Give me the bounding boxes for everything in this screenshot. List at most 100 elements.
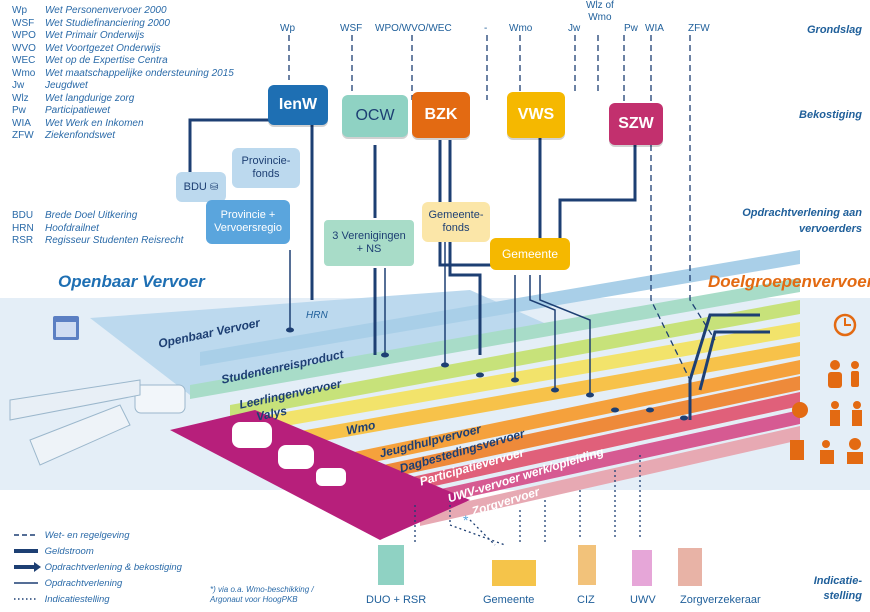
- bottom-gemeente: Gemeente: [483, 594, 535, 606]
- fund-verenigingen: 3 Verenigingen + NS: [322, 218, 416, 268]
- legend-label: Opdrachtverlening: [42, 578, 123, 589]
- abbreviation-key: WIA: [12, 117, 31, 129]
- abbreviation-value: Wet Voortgezet Onderwijs: [45, 42, 161, 54]
- ministry-ienw: IenW: [268, 85, 328, 125]
- abbreviation-value: Regisseur Studenten Reisrecht: [45, 235, 184, 246]
- abbreviation-key: BDU: [12, 210, 34, 221]
- band-9: [420, 426, 800, 526]
- fund-bdu-label: BDU: [183, 180, 207, 193]
- legend-item: Indicatiestelling: [12, 594, 110, 605]
- opdracht-lines: [289, 240, 591, 395]
- band-4: [250, 342, 800, 454]
- band-1: [190, 278, 800, 399]
- clock-icon: [833, 313, 857, 337]
- abbreviation-value: Wet Werk en Inkomen: [45, 117, 144, 129]
- bus-icon: [134, 384, 186, 414]
- abbreviation-row: ZFW Ziekenfondswet: [12, 130, 234, 143]
- band-3: [240, 322, 800, 434]
- asterisk-marker: *: [463, 512, 469, 528]
- footnote: *) via o.a. Wmo-beschikking / Argonaut v…: [210, 585, 314, 604]
- law-jw: Jw: [568, 23, 581, 34]
- law-wia: WIA: [645, 23, 664, 34]
- coin-stack-icon: ⛁: [209, 181, 219, 193]
- abbreviation-row: BDU Brede Doel Uitkering: [12, 210, 183, 223]
- abbreviation-value: Wet langdurige zorg: [45, 92, 135, 104]
- train-icon: [9, 379, 141, 466]
- fund-bdu: BDU ⛁: [176, 172, 226, 202]
- abbreviation-value: Ziekenfondswet: [45, 130, 116, 141]
- header-indicatiestelling: Indicatie- stelling: [813, 575, 862, 602]
- header-grondslag: Grondslag: [806, 24, 862, 36]
- bottom-ciz: CIZ: [577, 594, 595, 606]
- band-5: [330, 360, 800, 471]
- abbreviation-key: Wmo: [12, 67, 36, 79]
- header-bekostiging: Bekostiging: [799, 109, 862, 121]
- abbreviation-value: Wet Studiefinanciering 2000: [45, 17, 170, 29]
- abbreviation-key: WVO: [12, 42, 36, 54]
- legend-item: Wet- en regelgeving: [12, 530, 130, 541]
- ministry-bzk: BZK: [412, 92, 470, 138]
- abbreviation-key: ZFW: [12, 130, 34, 141]
- legend-label: Wet- en regelgeving: [42, 530, 130, 541]
- law-dash: -: [484, 23, 488, 34]
- fund-gemeente: Gemeente: [490, 238, 570, 270]
- title-doelgroepenvervoer: Doelgroepenvervoer: [708, 272, 870, 291]
- abbreviation-value: Brede Doel Uitkering: [45, 210, 138, 221]
- law-lines: [288, 35, 716, 420]
- people-icons: [790, 360, 863, 464]
- indicatie-lines: [414, 455, 641, 546]
- law-pw: Pw: [624, 23, 638, 34]
- ministry-vws: VWS: [507, 92, 565, 138]
- legend-swatch: [14, 598, 38, 601]
- abbreviation-value: Wet Personenvervoer 2000: [45, 5, 167, 16]
- abbreviation-key: Wlz: [12, 92, 29, 104]
- legend-label: Geldstroom: [42, 546, 94, 557]
- abbreviation-row: WVO Wet Voortgezet Onderwijs: [12, 43, 234, 56]
- legend-swatch: [14, 562, 41, 573]
- ministry-ocw: OCW: [342, 95, 408, 137]
- legend-swatch: [14, 534, 38, 537]
- bottom-uwv: UWV: [630, 594, 656, 606]
- legend-label: Indicatiestelling: [42, 594, 110, 605]
- abbreviation-value: Jeugdwet: [45, 80, 88, 91]
- abbreviation-key: Pw: [12, 105, 26, 116]
- building-icons: [378, 545, 702, 586]
- abbreviation-row: Wlz Wet langdurige zorg: [12, 93, 234, 106]
- abbreviation-value: Hoofdrailnet: [45, 222, 99, 234]
- abbreviation-key: WSF: [12, 17, 35, 29]
- label-hrn: HRN: [306, 310, 328, 321]
- calendar-icon: [53, 316, 79, 340]
- legend-swatch: [14, 582, 38, 585]
- abbreviation-key: RSR: [12, 235, 34, 246]
- law-zfw: ZFW: [688, 23, 710, 34]
- abbreviation-row: WIA Wet Werk en Inkomen: [12, 118, 234, 131]
- abbreviation-value: Wet maatschappelijke ondersteuning 2015: [45, 67, 234, 79]
- legend-item: Opdrachtverlening: [12, 578, 122, 589]
- law-wpo: WPO/WVO/WEC: [375, 23, 452, 34]
- legend-item: Opdrachtverlening & bekostiging: [12, 562, 182, 573]
- band-8: [400, 410, 800, 512]
- legend-label: Opdrachtverlening & bekostiging: [42, 562, 182, 573]
- header-opdrachtverlening: Opdrachtverlening aan vervoerders: [742, 207, 862, 235]
- law-wsf: WSF: [340, 23, 363, 34]
- bottom-duo-rsr: DUO + RSR: [366, 594, 427, 606]
- abbreviation-key: HRN: [12, 222, 34, 234]
- law-wmo: Wmo: [509, 23, 533, 34]
- legend-item: Geldstroom: [12, 546, 94, 557]
- abbreviation-value: Wet Primair Onderwijs: [45, 30, 145, 41]
- law-wlz-wmo: Wlz of Wmo: [586, 0, 614, 23]
- abbreviation-value: Participatiewet: [45, 105, 111, 116]
- abbreviation-row: WSF Wet Studiefinanciering 2000: [12, 18, 234, 31]
- band-0: [200, 250, 800, 366]
- endpoint-dots: [286, 327, 688, 421]
- law-wp: Wp: [280, 23, 295, 34]
- abbreviation-value: Wet op de Expertise Centra: [45, 55, 168, 66]
- fund-provincie-vervoersregio: Provincie + Vervoersregio: [206, 200, 290, 244]
